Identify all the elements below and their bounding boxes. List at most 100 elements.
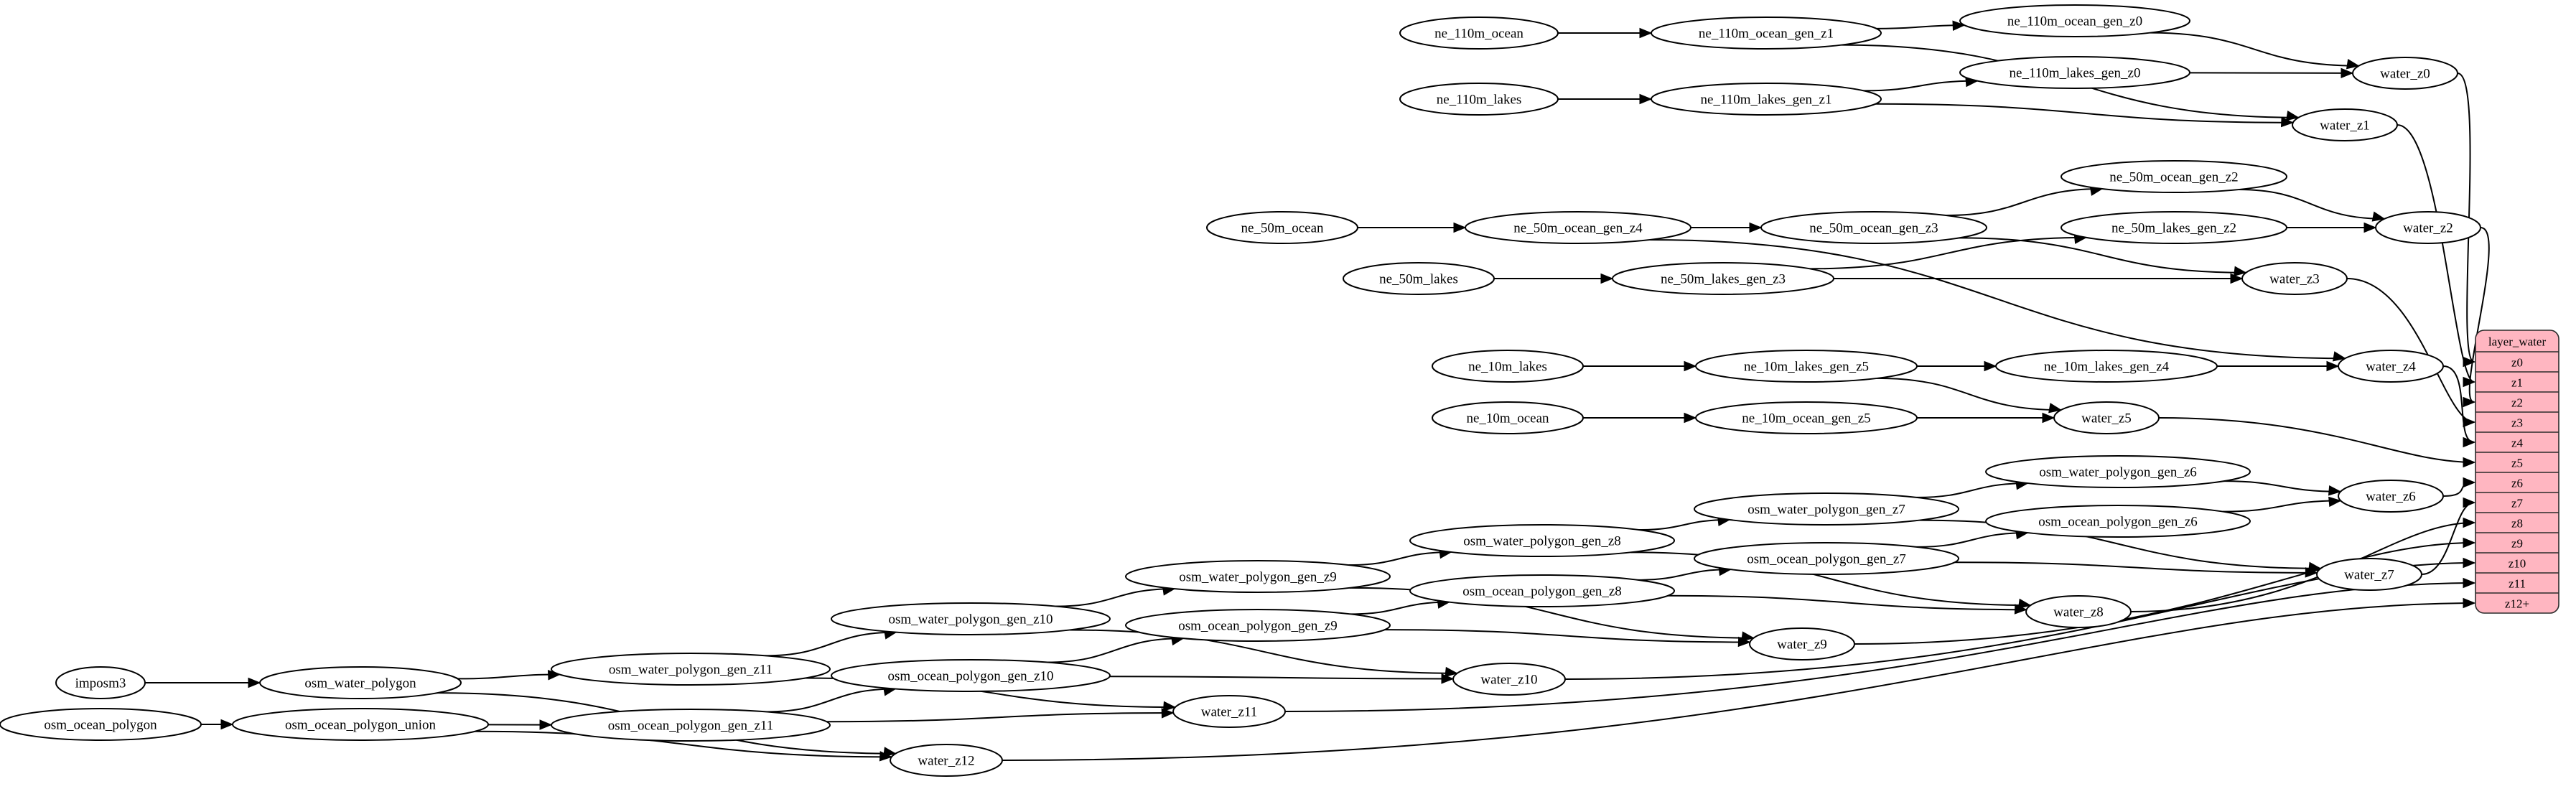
graph-node-osm_water_polygon_gen_z11[interactable]: osm_water_polygon_gen_z11 xyxy=(551,653,831,686)
graph-node-ne_110m_ocean_gen_z1[interactable]: ne_110m_ocean_gen_z1 xyxy=(1651,17,1882,50)
node-label: ne_110m_lakes_gen_z0 xyxy=(2010,66,2141,81)
node-ellipse xyxy=(2338,350,2444,383)
graph-node-ne_50m_lakes_gen_z2[interactable]: ne_50m_lakes_gen_z2 xyxy=(2061,211,2287,244)
graph-node-water_z8[interactable]: water_z8 xyxy=(2025,595,2132,628)
graph-node-osm_ocean_polygon_gen_z6[interactable]: osm_ocean_polygon_gen_z6 xyxy=(1985,505,2251,538)
graph-edge xyxy=(1809,236,2086,270)
edge-arrowhead xyxy=(2463,356,2476,368)
node-ellipse xyxy=(1695,401,1918,434)
graph-node-ne_50m_ocean_gen_z4[interactable]: ne_50m_ocean_gen_z4 xyxy=(1465,211,1691,244)
node-ellipse xyxy=(2338,480,2444,513)
graph-node-imposm3[interactable]: imposm3 xyxy=(55,666,146,699)
graph-node-osm_water_polygon_gen_z6[interactable]: osm_water_polygon_gen_z6 xyxy=(1985,455,2251,488)
node-label: osm_ocean_polygon_gen_z9 xyxy=(1178,619,1338,634)
graph-node-ne_50m_lakes[interactable]: ne_50m_lakes xyxy=(1343,262,1495,295)
edge-arrowhead xyxy=(1741,631,1755,642)
graph-node-water_z2[interactable]: water_z2 xyxy=(2375,211,2481,244)
edge-arrowhead xyxy=(2341,67,2354,79)
node-label: osm_water_polygon_gen_z11 xyxy=(609,663,773,678)
graph-node-osm_ocean_polygon[interactable]: osm_ocean_polygon xyxy=(0,708,202,741)
graph-node-ne_50m_ocean[interactable]: ne_50m_ocean xyxy=(1206,211,1358,244)
node-ellipse xyxy=(1432,401,1584,434)
graph-node-osm_ocean_polygon_union[interactable]: osm_ocean_polygon_union xyxy=(232,708,489,741)
graph-node-ne_110m_ocean_gen_z0[interactable]: ne_110m_ocean_gen_z0 xyxy=(1959,4,2190,37)
graph-node-ne_110m_lakes_gen_z1[interactable]: ne_110m_lakes_gen_z1 xyxy=(1651,83,1882,116)
edge-arrowhead xyxy=(1639,27,1653,39)
graph-edge-to-layer xyxy=(1854,542,2475,645)
edge-arrowhead xyxy=(1737,636,1751,648)
graph-node-osm_ocean_polygon_gen_z8[interactable]: osm_ocean_polygon_gen_z8 xyxy=(1409,574,1675,607)
graph-node-ne_50m_lakes_gen_z3[interactable]: ne_50m_lakes_gen_z3 xyxy=(1612,262,1834,295)
node-ellipse xyxy=(2375,211,2481,244)
node-ellipse xyxy=(831,659,1111,692)
node-label: water_z0 xyxy=(2380,67,2430,82)
graph-node-osm_ocean_polygon_gen_z9[interactable]: osm_ocean_polygon_gen_z9 xyxy=(1125,609,1391,642)
node-label: water_z1 xyxy=(2320,118,2370,134)
graph-node-osm_water_polygon_gen_z7[interactable]: osm_water_polygon_gen_z7 xyxy=(1694,492,1959,526)
graph-node-water_z4[interactable]: water_z4 xyxy=(2338,350,2444,383)
node-ellipse xyxy=(1399,17,1559,50)
edge-arrowhead xyxy=(2463,517,2476,528)
graph-node-osm_water_polygon[interactable]: osm_water_polygon xyxy=(259,666,462,699)
graph-node-water_z7[interactable]: water_z7 xyxy=(2316,558,2422,591)
node-label: osm_ocean_polygon_union xyxy=(285,718,437,733)
graph-node-water_z12[interactable]: water_z12 xyxy=(890,744,1003,777)
graph-edge xyxy=(1916,482,2028,498)
node-ellipse xyxy=(1651,83,1882,116)
node-label: ne_110m_lakes xyxy=(1437,93,1522,108)
graph-node-water_z11[interactable]: water_z11 xyxy=(1172,695,1286,728)
graph-node-ne_110m_ocean[interactable]: ne_110m_ocean xyxy=(1399,17,1559,50)
graph-edge xyxy=(1638,518,1730,531)
node-label: osm_ocean_polygon_gen_z6 xyxy=(2038,515,2198,530)
graph-edge-to-layer xyxy=(2158,417,2475,463)
edge-arrowhead xyxy=(879,751,893,762)
graph-node-water_z6[interactable]: water_z6 xyxy=(2338,480,2444,513)
graph-node-ne_110m_lakes[interactable]: ne_110m_lakes xyxy=(1399,83,1559,116)
graph-node-osm_ocean_polygon_gen_z10[interactable]: osm_ocean_polygon_gen_z10 xyxy=(831,659,1111,692)
graph-edge xyxy=(2150,32,2359,67)
graph-node-water_z10[interactable]: water_z10 xyxy=(1452,663,1566,696)
node-ellipse xyxy=(1125,560,1391,593)
layer-water-row-label: z10 xyxy=(2509,557,2526,571)
node-ellipse xyxy=(1465,211,1691,244)
graph-node-osm_water_polygon_gen_z8[interactable]: osm_water_polygon_gen_z8 xyxy=(1409,524,1675,557)
graph-node-ne_10m_ocean_gen_z5[interactable]: ne_10m_ocean_gen_z5 xyxy=(1695,401,1918,434)
graph-node-ne_110m_lakes_gen_z0[interactable]: ne_110m_lakes_gen_z0 xyxy=(1959,56,2190,89)
graph-node-ne_10m_lakes_gen_z4[interactable]: ne_10m_lakes_gen_z4 xyxy=(1995,350,2218,383)
layer-water-row-label: z0 xyxy=(2511,356,2523,370)
graph-node-osm_water_polygon_gen_z9[interactable]: osm_water_polygon_gen_z9 xyxy=(1125,560,1391,593)
graph-edge xyxy=(1384,629,1750,643)
graph-node-osm_ocean_polygon_gen_z7[interactable]: osm_ocean_polygon_gen_z7 xyxy=(1694,542,1959,575)
graph-edge xyxy=(1863,80,1978,92)
graph-node-ne_10m_ocean[interactable]: ne_10m_ocean xyxy=(1432,401,1584,434)
node-label: ne_50m_ocean_gen_z3 xyxy=(1809,221,1938,236)
edge-arrowhead xyxy=(220,719,234,730)
graph-node-ne_50m_ocean_gen_z3[interactable]: ne_50m_ocean_gen_z3 xyxy=(1760,211,1987,244)
graph-node-ne_10m_lakes_gen_z5[interactable]: ne_10m_lakes_gen_z5 xyxy=(1695,350,1918,383)
edge-arrowhead xyxy=(1445,666,1458,678)
layer-water-table: layer_waterz0z1z2z3z4z5z6z7z8z9z10z11z12… xyxy=(2475,330,2559,614)
graph-node-water_z0[interactable]: water_z0 xyxy=(2352,57,2458,90)
layer-water-row-label: z6 xyxy=(2511,477,2523,490)
edge-arrowhead xyxy=(2048,403,2062,414)
edge-arrowhead xyxy=(2463,537,2476,548)
graph-node-osm_ocean_polygon_gen_z11[interactable]: osm_ocean_polygon_gen_z11 xyxy=(551,709,831,742)
graph-edge xyxy=(1350,601,1450,615)
graph-node-water_z1[interactable]: water_z1 xyxy=(2292,108,2398,141)
node-ellipse xyxy=(551,653,831,686)
node-ellipse xyxy=(1694,492,1959,526)
graph-node-water_z5[interactable]: water_z5 xyxy=(2053,401,2160,434)
graph-node-osm_water_polygon_gen_z10[interactable]: osm_water_polygon_gen_z10 xyxy=(831,602,1111,635)
node-ellipse xyxy=(2061,211,2287,244)
graph-node-ne_10m_lakes[interactable]: ne_10m_lakes xyxy=(1432,350,1584,383)
layer-water-row-label: z2 xyxy=(2511,396,2523,410)
node-ellipse xyxy=(1694,542,1959,575)
node-label: water_z5 xyxy=(2081,411,2132,426)
edge-arrowhead xyxy=(2463,436,2476,448)
graph-node-water_z9[interactable]: water_z9 xyxy=(1749,627,1855,660)
node-label: ne_110m_ocean_gen_z0 xyxy=(2007,14,2142,29)
graph-node-ne_50m_ocean_gen_z2[interactable]: ne_50m_ocean_gen_z2 xyxy=(2061,160,2287,193)
edge-arrowhead xyxy=(2463,497,2476,508)
graph-node-water_z3[interactable]: water_z3 xyxy=(2241,262,2348,295)
